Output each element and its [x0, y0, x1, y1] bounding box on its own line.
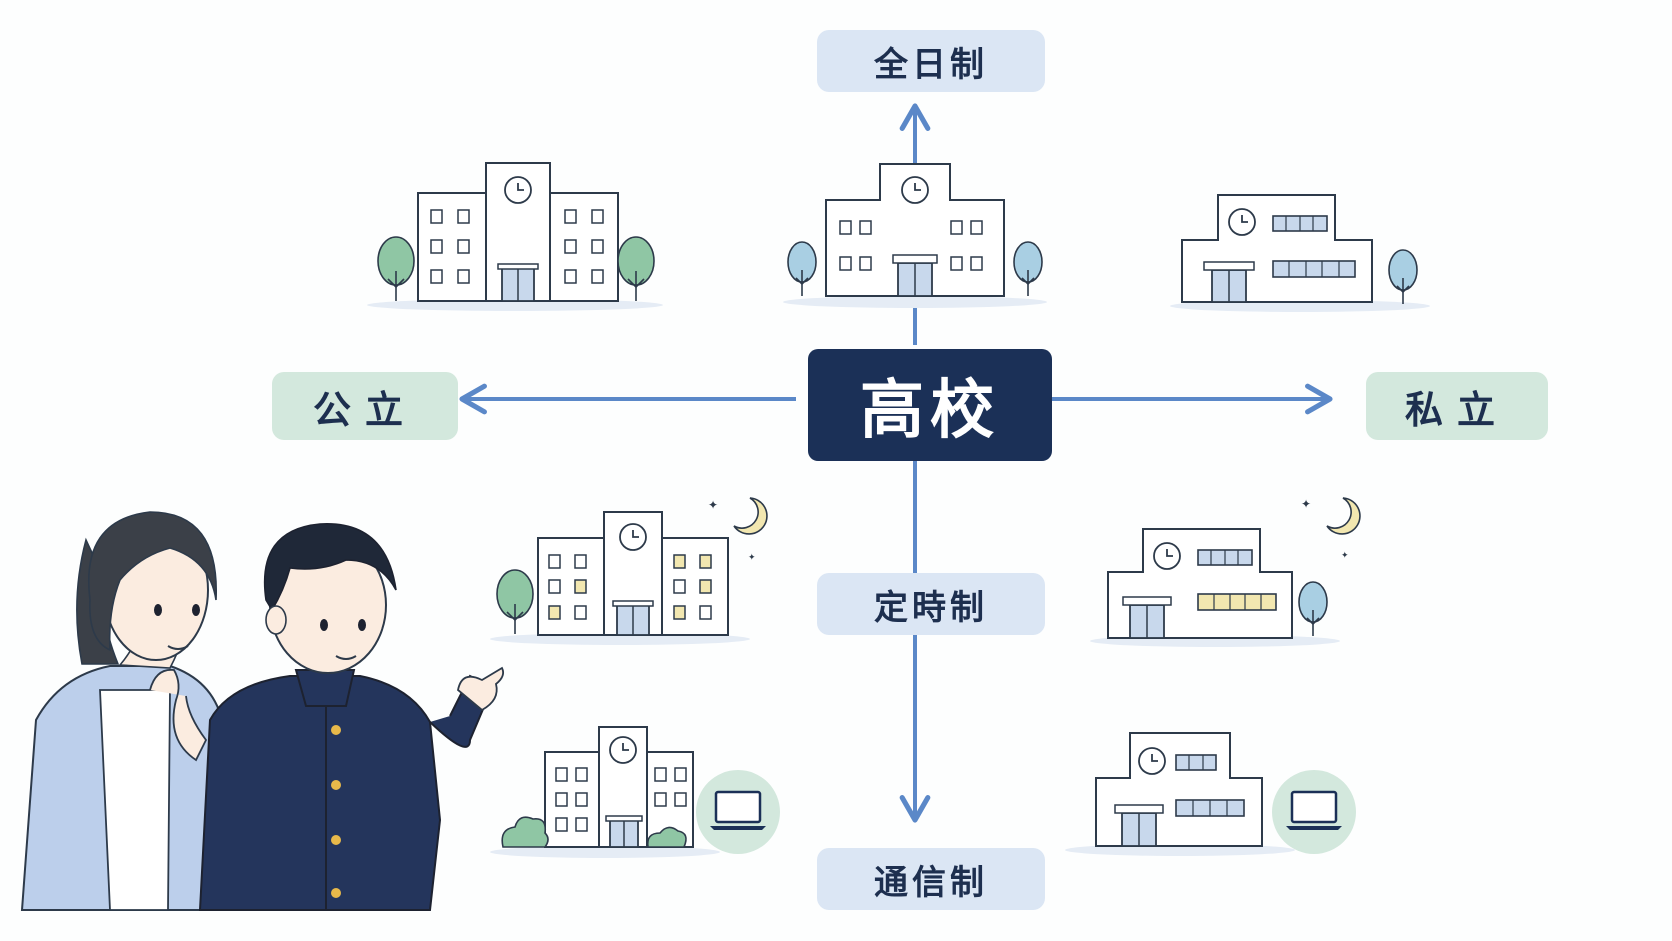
laptop-icon: [694, 768, 782, 856]
bush-icon: [501, 816, 549, 848]
bush-icon: [646, 826, 687, 848]
clock-icon: [1153, 542, 1181, 570]
school-building-public-fulltime: [367, 162, 663, 311]
moon-icon: [1326, 497, 1361, 535]
label-private: 私立: [1366, 372, 1548, 440]
clock-icon: [619, 523, 647, 551]
school-building-private-night: ✦ ✦: [1090, 497, 1361, 647]
star-icon: ✦: [748, 553, 756, 563]
parent-and-student-illustration: [20, 511, 505, 911]
label-correspondence: 通信制: [817, 848, 1045, 910]
laptop-icon: [1270, 768, 1358, 856]
star-icon: ✦: [708, 498, 718, 512]
clock-icon: [504, 176, 532, 204]
school-building-fulltime: [783, 163, 1047, 308]
tree-icon: [1298, 581, 1328, 637]
clock-icon: [901, 176, 929, 204]
label-part-time: 定時制: [817, 573, 1045, 635]
mother-figure: [20, 511, 223, 911]
student-figure: [198, 523, 505, 911]
star-icon: ✦: [1341, 551, 1349, 561]
school-building-public-correspondence: [490, 726, 782, 858]
star-icon: ✦: [1301, 497, 1311, 511]
tree-icon: [1388, 249, 1418, 305]
clock-icon: [1138, 747, 1166, 775]
tree-icon: [496, 569, 534, 635]
tree-icon: [377, 236, 415, 302]
tree-icon: [617, 236, 655, 302]
tree-icon: [1013, 241, 1043, 297]
school-building-private-correspondence: [1065, 732, 1358, 856]
school-building-private-fulltime: [1170, 194, 1430, 312]
school-building-public-night: ✦ ✦: [490, 497, 768, 645]
moon-icon: [733, 497, 768, 535]
center-label-high-school: 高校: [808, 349, 1052, 461]
label-full-time: 全日制: [817, 30, 1045, 92]
clock-icon: [609, 736, 637, 764]
tree-icon: [787, 241, 817, 297]
label-public: 公立: [272, 372, 458, 440]
clock-icon: [1228, 208, 1256, 236]
